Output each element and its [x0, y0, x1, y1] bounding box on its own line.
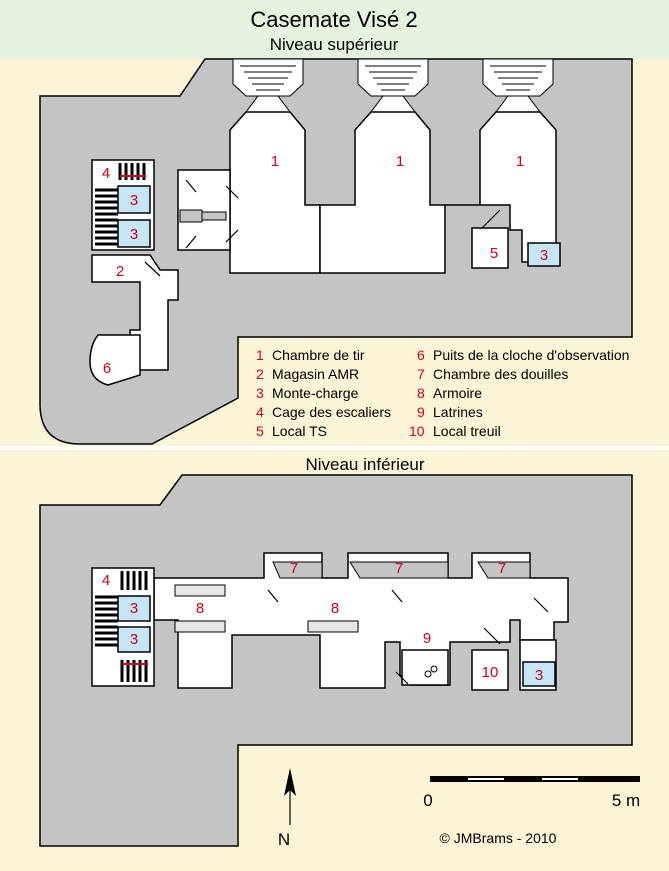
scale-end-label: 5 m [612, 791, 640, 810]
lower-lift-3a [117, 595, 151, 622]
header-band [0, 0, 669, 59]
room-label-l4: 4 [102, 572, 110, 589]
lower-local-treuil [471, 649, 509, 691]
upper-corridor [177, 169, 231, 251]
upper-firing-chamber-3 [445, 111, 557, 263]
legend-num-6: 6 [417, 347, 425, 363]
lower-armoire-3 [307, 620, 359, 633]
room-label-1b: 1 [396, 153, 404, 170]
room-label-1c: 1 [516, 153, 524, 170]
legend-num-4: 4 [256, 404, 264, 420]
legend-label-3: Monte-charge [272, 385, 359, 401]
scale-bar [430, 776, 640, 782]
room-label-l7c: 7 [498, 560, 506, 577]
legend-num-9: 9 [417, 404, 425, 420]
legend-num-7: 7 [417, 366, 425, 382]
legend-label-1: Chambre de tir [272, 347, 365, 363]
upper-lift-3b [117, 219, 151, 248]
upper-firing-chamber-1 [229, 111, 321, 274]
embrasure-2 [357, 58, 429, 113]
room-label-3a: 3 [130, 192, 138, 209]
upper-stairwell [91, 159, 155, 251]
legend-num-2: 2 [256, 366, 264, 382]
north-arrow-icon [284, 768, 296, 825]
legend-num-8: 8 [417, 385, 425, 401]
legend-num-10: 10 [409, 423, 425, 439]
legend-label-7: Chambre des douilles [433, 366, 568, 382]
legend: 1 Chambre de tir 2 Magasin AMR 3 Monte-c… [256, 347, 629, 439]
room-label-l7b: 7 [395, 560, 403, 577]
room-label-5: 5 [490, 245, 498, 262]
upper-lift-3c [527, 242, 561, 267]
room-label-l3c: 3 [535, 667, 543, 684]
upper-cloche-shaft [89, 334, 141, 386]
legend-num-1: 1 [256, 347, 264, 363]
legend-label-8: Armoire [433, 385, 482, 401]
room-label-4: 4 [102, 165, 110, 182]
scale-start-label: 0 [423, 791, 432, 810]
room-label-1a: 1 [271, 153, 279, 170]
room-label-3b: 3 [130, 226, 138, 243]
upper-magasin-amr [91, 254, 179, 371]
lower-lift-3c [522, 661, 556, 687]
upper-level-heading: Niveau supérieur [270, 35, 399, 54]
legend-label-9: Latrines [433, 404, 483, 420]
level-divider [0, 446, 669, 450]
upper-lift-3a [117, 185, 151, 214]
legend-num-3: 3 [256, 385, 264, 401]
room-label-3c: 3 [540, 247, 548, 264]
room-label-l3b: 3 [130, 631, 138, 648]
legend-num-5: 5 [256, 423, 264, 439]
legend-label-4: Cage des escaliers [272, 404, 391, 420]
embrasure-3 [482, 58, 554, 113]
legend-label-10: Local treuil [433, 423, 501, 439]
lower-armoire-1 [174, 584, 226, 597]
lower-stairwell [91, 567, 155, 687]
room-label-l7a: 7 [290, 560, 298, 577]
legend-label-6: Puits de la cloche d'observation [433, 347, 629, 363]
room-label-6: 6 [103, 360, 111, 377]
lower-armoire-2 [174, 620, 226, 633]
room-label-l9: 9 [423, 630, 431, 647]
room-label-l3a: 3 [130, 600, 138, 617]
room-label-l8b: 8 [331, 600, 339, 617]
plan-title: Casemate Visé 2 [250, 7, 417, 32]
upper-local-ts [471, 227, 509, 269]
lower-lift-3b [117, 626, 151, 653]
upper-firing-chamber-2 [319, 111, 446, 274]
lower-latrines [401, 649, 449, 686]
north-label: N [278, 830, 290, 849]
embrasure-1 [232, 58, 304, 113]
room-label-2: 2 [116, 263, 124, 280]
legend-label-5: Local TS [272, 423, 327, 439]
room-label-l10: 10 [482, 664, 499, 681]
room-label-l8a: 8 [196, 600, 204, 617]
lower-main-gallery [153, 552, 569, 689]
lower-level-heading: Niveau inférieur [305, 455, 424, 474]
credit: © JMBrams - 2010 [440, 830, 557, 846]
legend-label-2: Magasin AMR [272, 366, 359, 382]
